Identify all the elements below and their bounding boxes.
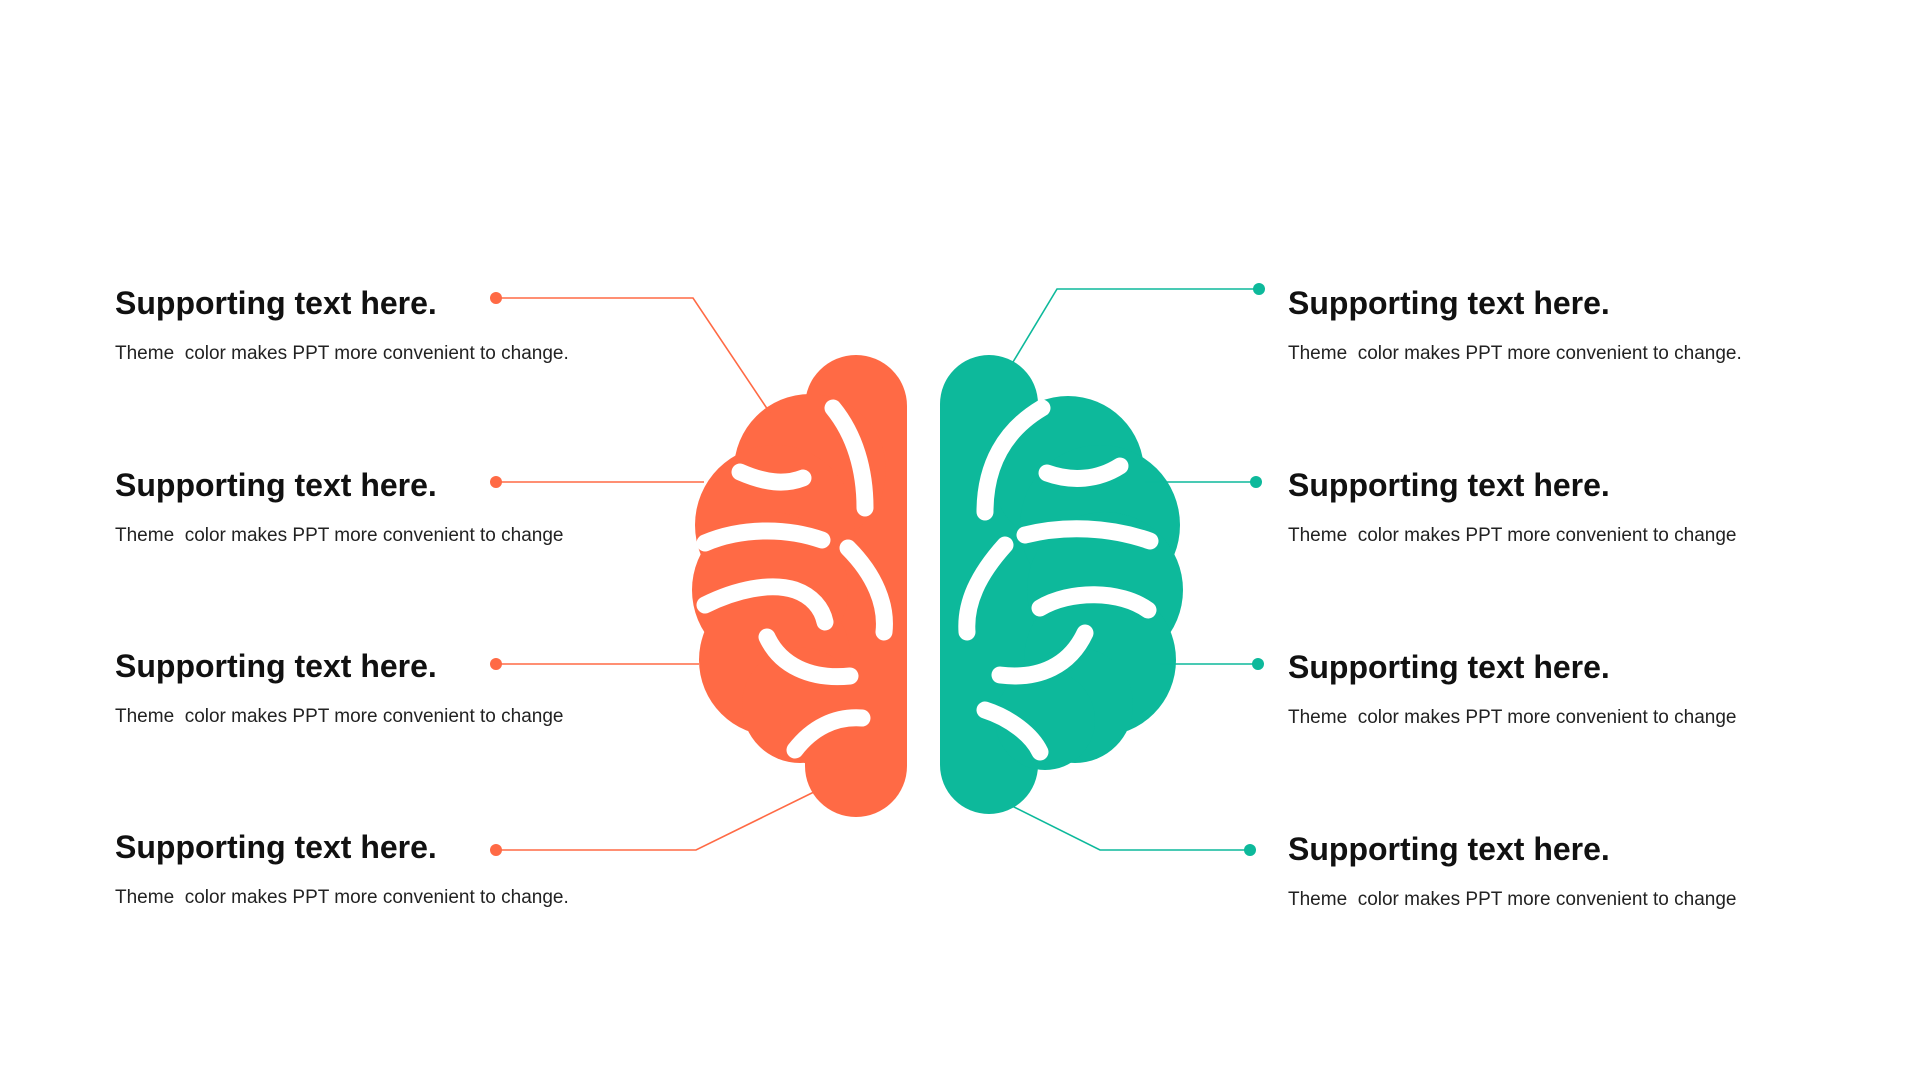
right-brain-shape [940,355,1183,814]
dot-right-4 [1244,844,1256,856]
right-item-3-desc: Theme color makes PPT more convenient to… [1288,707,1737,728]
right-item-4-desc: Theme color makes PPT more convenient to… [1288,889,1737,910]
dot-right-2 [1250,476,1262,488]
left-item-4-title: Supporting text here. [115,829,437,865]
dot-left-4 [490,844,502,856]
left-item-2: Supporting text here. Theme color makes … [115,466,635,548]
left-item-1-desc: Theme color makes PPT more convenient to… [115,343,569,364]
right-hemisphere [940,355,1183,814]
connector-right-4 [1011,805,1250,851]
dot-right-3 [1252,658,1264,670]
right-brain-folds [958,399,1159,761]
dot-left-1 [490,292,502,304]
left-item-2-title: Supporting text here. [115,467,437,503]
right-item-2: Supporting text here. Theme color makes … [1288,466,1808,548]
left-item-4: Supporting text here. Theme color makes … [115,828,635,910]
right-item-3: Supporting text here. Theme color makes … [1288,648,1808,730]
right-connectors [1011,288,1259,851]
right-item-2-desc: Theme color makes PPT more convenient to… [1288,525,1737,546]
left-item-2-desc: Theme color makes PPT more convenient to… [115,525,564,546]
right-item-1: Supporting text here. Theme color makes … [1288,284,1808,366]
left-item-1-title: Supporting text here. [115,285,437,321]
right-item-2-title: Supporting text here. [1288,467,1610,503]
dot-right-1 [1253,283,1265,295]
left-item-3-title: Supporting text here. [115,648,437,684]
right-item-3-title: Supporting text here. [1288,649,1610,685]
right-connector-dots [1244,283,1265,856]
left-hemisphere [692,355,907,817]
dot-left-3 [490,658,502,670]
right-item-4-title: Supporting text here. [1288,831,1610,867]
left-brain-folds [696,399,893,759]
left-item-4-desc: Theme color makes PPT more convenient to… [115,887,569,908]
connector-left-1 [496,297,771,414]
connector-right-1 [1012,288,1259,363]
left-connectors [496,297,819,851]
right-item-4: Supporting text here. Theme color makes … [1288,830,1808,912]
left-connector-dots [490,292,502,856]
left-item-3-desc: Theme color makes PPT more convenient to… [115,706,564,727]
right-item-1-title: Supporting text here. [1288,285,1610,321]
dot-left-2 [490,476,502,488]
connector-left-4 [496,789,819,851]
left-item-3: Supporting text here. Theme color makes … [115,647,635,729]
right-item-1-desc: Theme color makes PPT more convenient to… [1288,343,1742,364]
left-item-1: Supporting text here. Theme color makes … [115,284,635,366]
